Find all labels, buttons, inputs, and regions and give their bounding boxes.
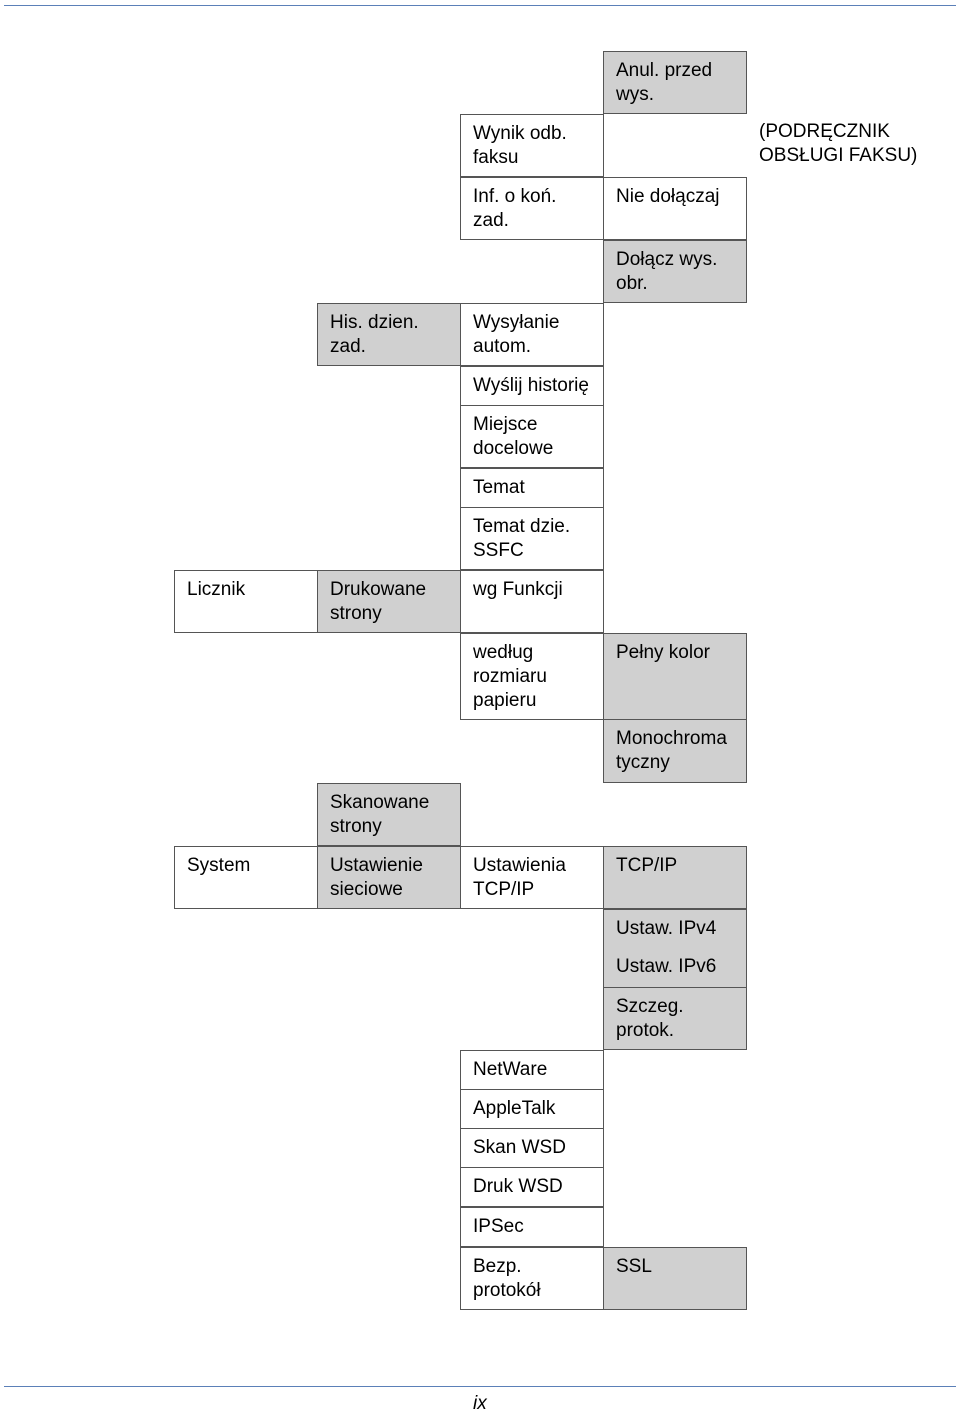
menu-wg-funkcji: wg Funkcji xyxy=(460,570,604,633)
menu-temat-dzie-ssfc: Temat dzie. SSFC xyxy=(460,507,604,570)
menu-dolacz-wys-obr: Dołącz wys. obr. xyxy=(603,240,747,303)
manual-reference-note: (PODRĘCZNIK OBSŁUGI FAKSU) xyxy=(759,121,918,166)
menu-ssl: SSL xyxy=(603,1247,747,1310)
menu-wynik-odb-faksu: Wynik odb. faksu xyxy=(460,114,604,177)
menu-ustaw-ipv4: Ustaw. IPv4 xyxy=(603,909,747,949)
menu-netware: NetWare xyxy=(460,1050,604,1090)
menu-ustawienia-tcpip: Ustawienia TCP/IP xyxy=(460,846,604,909)
menu-anul-przed-wys: Anul. przed wys. xyxy=(603,51,747,114)
page-number: ix xyxy=(473,1393,487,1414)
menu-wedlug-rozmiaru-papieru: według rozmiaru papieru xyxy=(460,633,604,720)
menu-ipsec: IPSec xyxy=(460,1207,604,1247)
menu-szczeg-protok: Szczeg. protok. xyxy=(603,987,747,1050)
menu-system: System xyxy=(174,846,318,909)
menu-ustaw-ipv6: Ustaw. IPv6 xyxy=(603,948,747,988)
menu-tcpip: TCP/IP xyxy=(603,846,747,909)
menu-skan-wsd: Skan WSD xyxy=(460,1128,604,1168)
menu-nie-dolaczaj: Nie dołączaj xyxy=(603,177,747,240)
menu-druk-wsd: Druk WSD xyxy=(460,1167,604,1207)
menu-monochromatyczny: Monochroma tyczny xyxy=(603,719,747,783)
menu-skanowane-strony: Skanowane strony xyxy=(317,783,461,846)
menu-bezp-protokol: Bezp. protokół xyxy=(460,1247,604,1310)
menu-inf-o-kon-zad: Inf. o koń. zad. xyxy=(460,177,604,240)
menu-miejsce-docelowe: Miejsce docelowe xyxy=(460,405,604,468)
menu-his-dzien-zad: His. dzien. zad. xyxy=(317,303,461,366)
menu-wyslij-historie: Wyślij historię xyxy=(460,366,604,406)
bottom-rule xyxy=(4,1386,956,1387)
menu-temat: Temat xyxy=(460,468,604,508)
menu-pelny-kolor: Pełny kolor xyxy=(603,633,747,720)
menu-ustawienie-sieciowe: Ustawienie sieciowe xyxy=(317,846,461,909)
menu-appletalk: AppleTalk xyxy=(460,1089,604,1129)
top-rule xyxy=(4,5,956,6)
menu-drukowane-strony: Drukowane strony xyxy=(317,570,461,633)
menu-wysylanie-autom: Wysyłanie autom. xyxy=(460,303,604,366)
menu-licznik: Licznik xyxy=(174,570,318,633)
